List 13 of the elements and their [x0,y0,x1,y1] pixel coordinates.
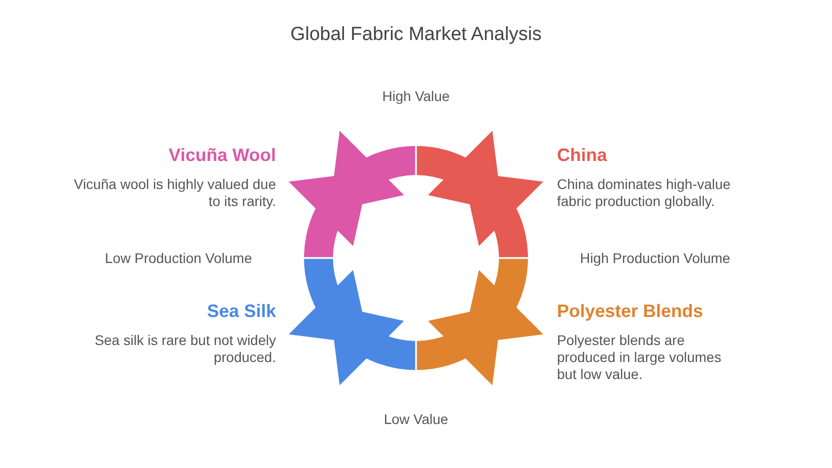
diagram-title: Global Fabric Market Analysis [289,24,543,46]
axis-label: Low Value [382,411,450,427]
segment-heading: Vicuña Wool [168,144,276,166]
axis-label: High Value [381,88,451,104]
segment-description: Vicuña wool is highly valued due to its rarity. [72,176,276,210]
segment-heading: China [557,144,608,166]
segment-description: Polyester blends are produced in large volumes but low value. [557,332,722,383]
axis-label: Low Production Volume [104,250,252,266]
segment-heading: Polyester Blends [557,300,704,322]
segment-description: China dominates high-value fabric production globally. [557,176,732,210]
segment-description: Sea silk is rare but not widely produced. [94,332,276,366]
segment-heading: Sea Silk [206,300,276,322]
axis-label: High Production Volume [580,250,730,266]
